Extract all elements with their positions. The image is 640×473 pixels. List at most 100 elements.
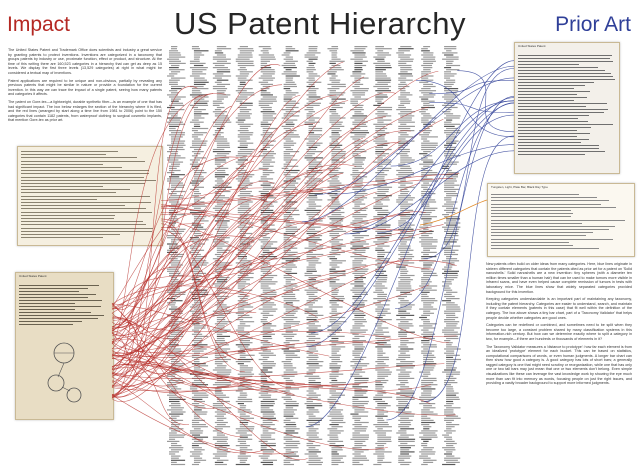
hierarchy-entry [308,365,323,367]
hierarchy-entry [260,209,274,211]
hierarchy-entry [212,125,226,127]
text-line [518,55,612,56]
hierarchy-entry [329,375,339,377]
hierarchy-entry [214,81,222,83]
hierarchy-entry [239,235,246,237]
hierarchy-entry [239,67,246,69]
hierarchy-entry [169,83,178,85]
hierarchy-entry [169,193,177,195]
hierarchy-entry [304,375,320,377]
hierarchy-entry [306,361,324,363]
hierarchy-entry [444,295,455,298]
hierarchy-entry [373,216,384,218]
hierarchy-entry [285,308,300,310]
hierarchy-entry [214,356,227,358]
hierarchy-entry [167,289,181,291]
hierarchy-entry [169,161,184,163]
hierarchy-entry [214,52,224,54]
hierarchy-entry [212,85,226,88]
hierarchy-entry [191,180,204,182]
hierarchy-entry [191,96,209,98]
hierarchy-entry [442,285,450,287]
hierarchy-entry [283,270,292,272]
hierarchy-entry [216,48,232,50]
hierarchy-entry [398,281,411,283]
hierarchy-entry [354,96,361,98]
hierarchy-entry [375,407,387,409]
hierarchy-entry [377,455,385,457]
hierarchy-entry [262,316,268,319]
hierarchy-entry [375,176,385,178]
hierarchy-entry [377,354,383,356]
hierarchy-entry [262,188,278,190]
hierarchy-entry [191,106,199,109]
hierarchy-entry [237,184,253,186]
hierarchy-entry [169,253,184,256]
hierarchy-entry [237,266,250,268]
hierarchy-entry [396,174,415,176]
hierarchy-entry [375,142,390,144]
hierarchy-entry [352,52,366,54]
hierarchy-entry [306,115,314,117]
hierarchy-entry [214,373,231,375]
hierarchy-entry [214,382,232,384]
hierarchy-entry [237,295,249,298]
hierarchy-entry [423,407,436,409]
hierarchy-entry [167,270,180,272]
hierarchy-entry [262,329,274,331]
hierarchy-entry [329,146,341,148]
hierarchy-entry [423,56,436,58]
hierarchy-entry [237,306,254,308]
hierarchy-entry [285,161,292,163]
hierarchy-entry [214,195,225,197]
hierarchy-entry [354,67,363,69]
hierarchy-entry [239,335,248,337]
hierarchy-entry [239,424,248,426]
hierarchy-entry [352,432,360,434]
hierarchy-entry [373,218,387,220]
hierarchy-entry [237,134,253,136]
hierarchy-entry [396,289,414,291]
hierarchy-entry [260,342,270,344]
hierarchy-entry [306,201,315,203]
hierarchy-entry [308,161,322,163]
hierarchy-entry [304,453,317,455]
hierarchy-entry [191,92,202,94]
hierarchy-entry [260,394,272,396]
hierarchy-entry [306,214,320,216]
hierarchy-entry [214,243,225,245]
hierarchy-entry [285,77,294,79]
hierarchy-entry [239,356,246,358]
hierarchy-entry [237,333,251,335]
hierarchy-entry [331,350,340,352]
hierarchy-entry [446,195,459,197]
hierarchy-entry [444,182,455,184]
hierarchy-entry [354,394,364,396]
hierarchy-entry [171,216,177,218]
hierarchy-entry [306,405,323,407]
hierarchy-entry [258,295,277,298]
hierarchy-entry [400,193,408,195]
hierarchy-entry [329,144,343,146]
hierarchy-entry [329,90,337,92]
hierarchy-entry [421,295,429,298]
hierarchy-entry [331,157,346,159]
hierarchy-entry [171,115,178,117]
hierarchy-entry [171,241,177,243]
hierarchy-entry [285,92,299,94]
hierarchy-entry [419,90,437,92]
hierarchy-entry [169,367,176,369]
hierarchy-entry [375,394,384,396]
hierarchy-entry [331,417,344,419]
hierarchy-entry [212,369,232,371]
hierarchy-entry [260,205,274,207]
hierarchy-entry [398,146,405,148]
hierarchy-entry [237,350,246,352]
hierarchy-entry [189,159,200,161]
hierarchy-entry [235,253,247,256]
hierarchy-entry [329,235,340,237]
hierarchy-entry [262,159,272,161]
hierarchy-entry [258,235,267,237]
hierarchy-entry [304,54,316,56]
hierarchy-entry [419,403,436,405]
